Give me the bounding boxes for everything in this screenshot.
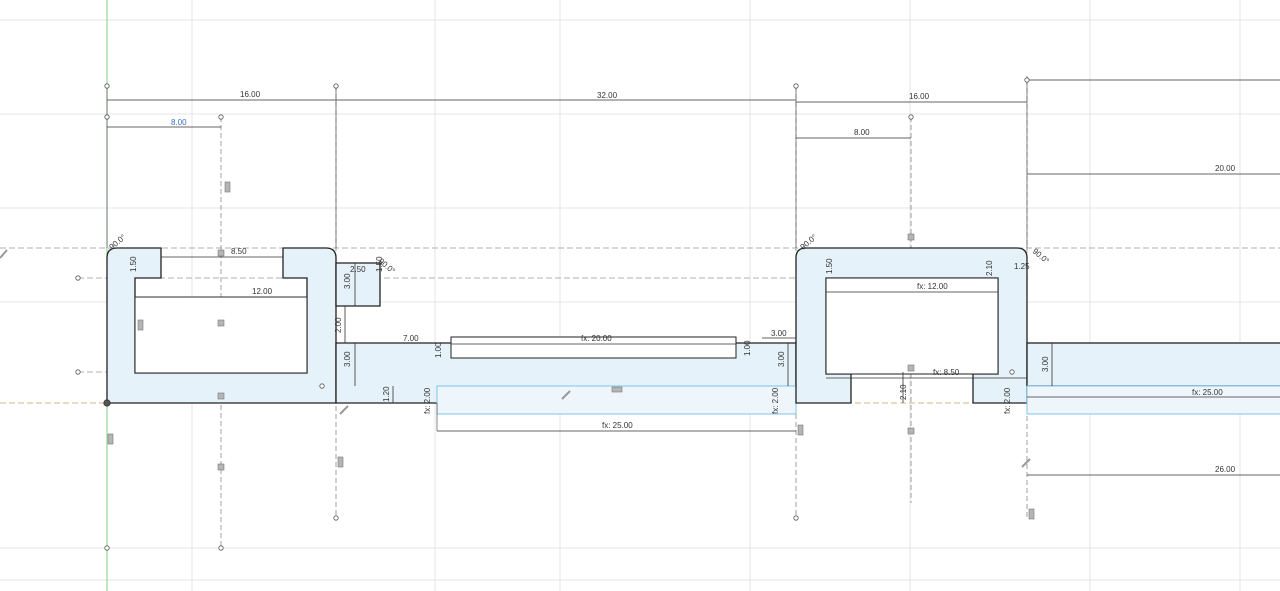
dimension-label[interactable]: fx: 8.50 [933, 368, 960, 377]
dimension-label[interactable]: 1.00 [434, 342, 443, 358]
sketch-points[interactable] [75, 77, 1030, 551]
profile-middle-slot[interactable] [450, 336, 737, 359]
dimension-label[interactable]: 1.50 [825, 258, 834, 274]
dimension-label[interactable]: 2.50 [350, 265, 366, 274]
dimension-label[interactable]: 26.00 [1215, 465, 1236, 474]
dimension-labels[interactable]: 16.00 8.00 32.00 16.00 8.00 20.00 8.50 1… [108, 90, 1236, 474]
dimension-label[interactable]: 90.0° [1031, 247, 1051, 266]
dimension-label[interactable]: fx: 25.00 [602, 421, 633, 430]
dimension-label[interactable]: 3.00 [343, 273, 352, 289]
dimension-label[interactable]: 16.00 [240, 90, 261, 99]
dimension-label[interactable]: 20.00 [1215, 164, 1236, 173]
dimension-label-selected[interactable]: 8.00 [171, 118, 187, 127]
dimension-label[interactable]: 32.00 [597, 91, 618, 100]
dimension-label[interactable]: 8.00 [854, 128, 870, 137]
dimension-lines[interactable] [106, 76, 1280, 476]
dimension-label[interactable]: 8.50 [231, 247, 247, 256]
constraint-glyphs[interactable] [0, 181, 1035, 520]
dimension-label[interactable]: 2.10 [899, 384, 908, 400]
dimension-label[interactable]: 12.00 [252, 287, 273, 296]
dimension-label[interactable]: 2.10 [985, 260, 994, 276]
dimension-label[interactable]: fx: 2.00 [1003, 387, 1012, 414]
dimension-label[interactable]: 3.00 [343, 351, 352, 367]
profile-far-right-strip[interactable] [1026, 385, 1280, 415]
dimension-label[interactable]: 7.00 [403, 334, 419, 343]
dimension-label[interactable]: 1.20 [382, 386, 391, 402]
profile-right-inner[interactable] [825, 277, 999, 375]
profile-left-inner-cut[interactable] [134, 296, 308, 374]
dimension-label[interactable]: 2.00 [334, 317, 343, 333]
dimension-label[interactable]: fx: 12.00 [917, 282, 948, 291]
dimension-label[interactable]: 16.00 [909, 92, 930, 101]
dimension-label[interactable]: 3.00 [777, 351, 786, 367]
dimension-label[interactable]: fx: 20.00 [581, 334, 612, 343]
dimension-label[interactable]: 1.50 [375, 256, 384, 272]
sketch-profiles[interactable] [106, 247, 1280, 415]
profile-small-bracket[interactable] [335, 262, 381, 307]
dimension-label[interactable]: 3.00 [1041, 356, 1050, 372]
dimension-label[interactable]: 1.50 [129, 256, 138, 272]
dimension-label[interactable]: 3.00 [771, 329, 787, 338]
dimension-label[interactable]: fx: 25.00 [1192, 388, 1223, 397]
profile-far-right-beam[interactable] [1026, 342, 1280, 387]
dimension-label[interactable]: 1.00 [743, 340, 752, 356]
dimension-label[interactable]: fx: 2.00 [423, 387, 432, 414]
dimension-label[interactable]: 1.25 [1014, 262, 1030, 271]
dimension-label[interactable]: fx: 2.00 [771, 387, 780, 414]
